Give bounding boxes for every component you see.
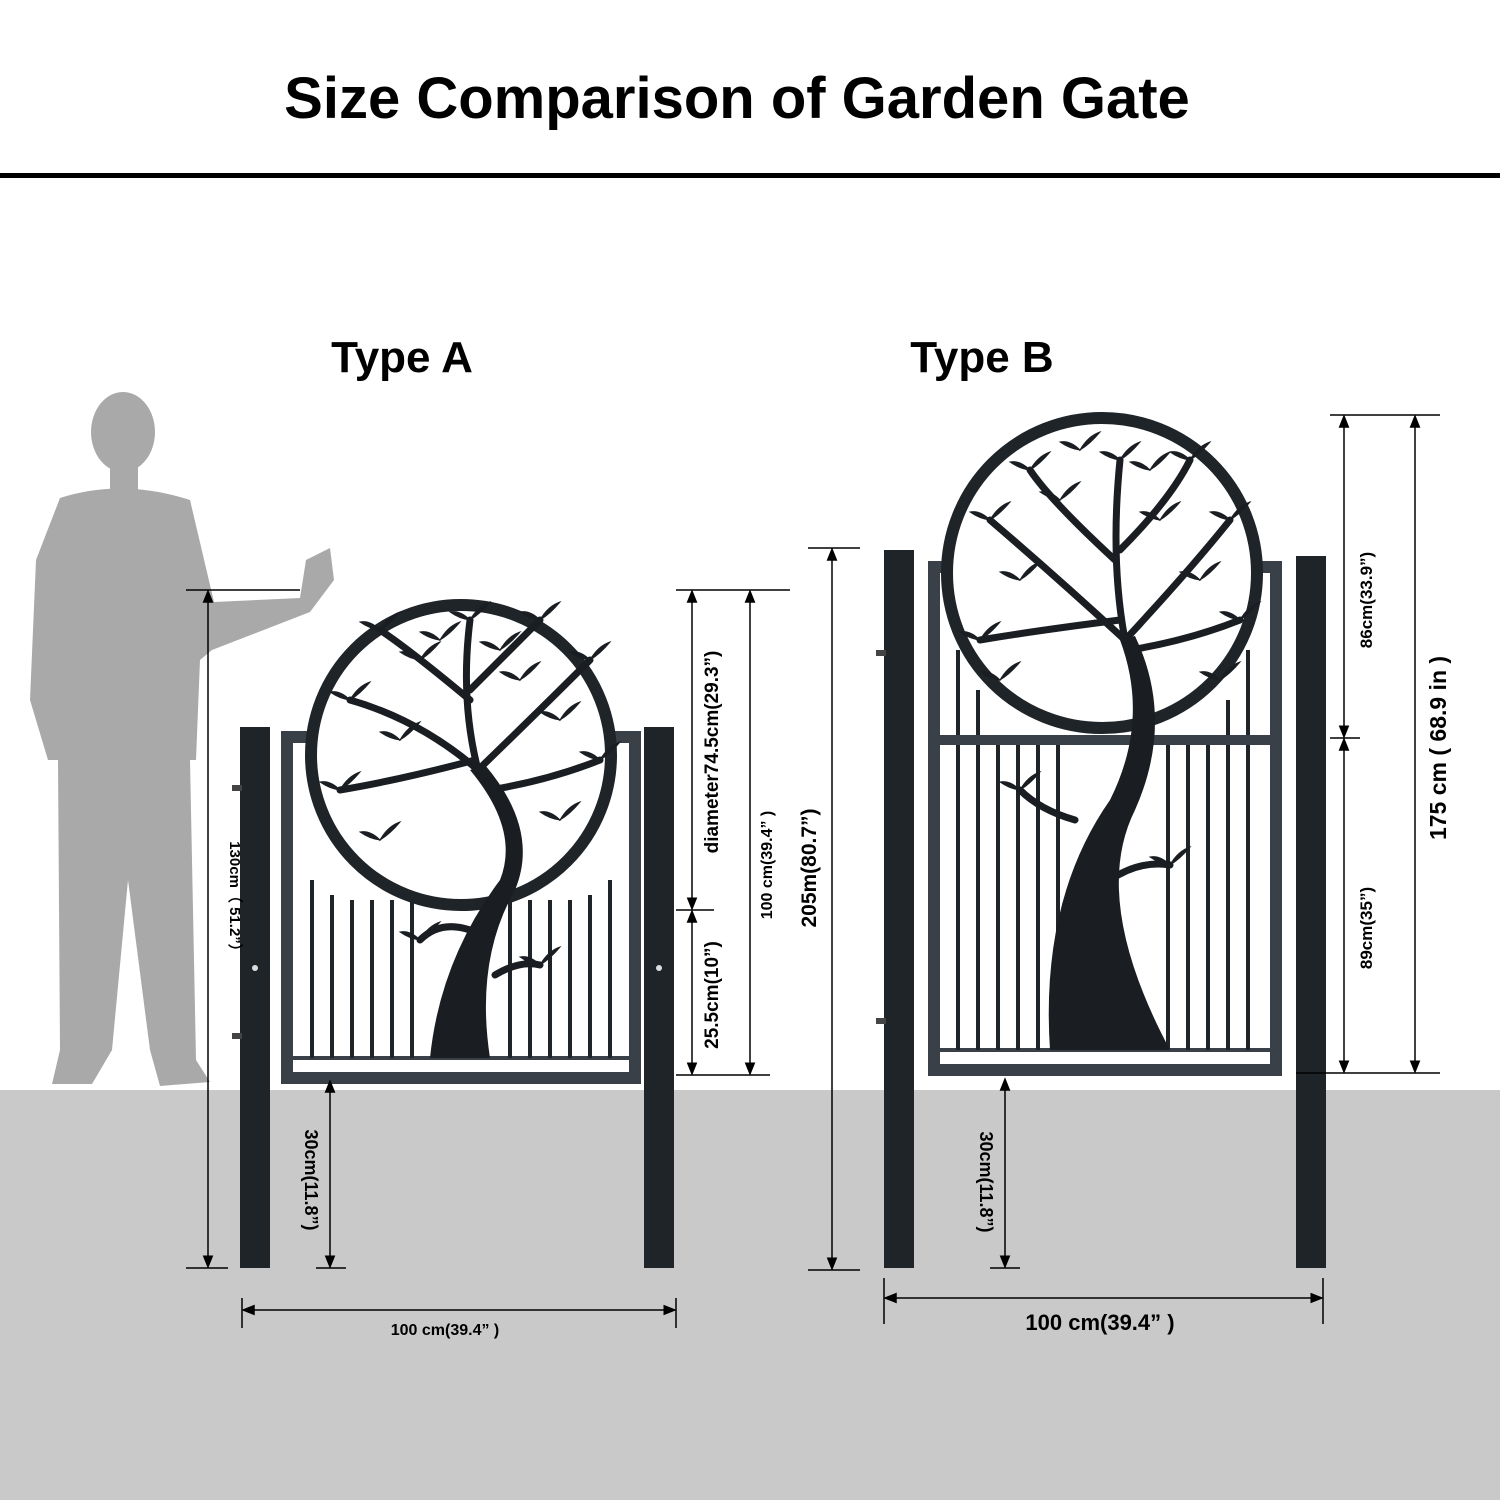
type-a-lower-panel-label: 25.5cm(10”) [702,941,723,1049]
type-a-width-label: 100 cm(39.4” ) [391,1322,500,1339]
type-b-dimension-lines [808,414,1440,1324]
title-underline [0,173,1500,178]
type-a-height-label: 130cm（ 51.2”） [226,841,244,959]
type-a-tree [319,601,621,1058]
type-b-gate-height-label: 175 cm ( 68.9 in ) [1425,656,1451,840]
type-a-right-post [644,727,674,1268]
type-b-tree [959,431,1261,1050]
person-silhouette [30,392,334,1086]
type-b-right-post [1296,556,1326,1268]
type-b-left-post [884,550,914,1268]
type-a-left-post [240,727,270,1268]
type-b-tree-circle [941,412,1263,734]
type-b-gate [876,412,1326,1268]
ground-area [0,1090,1500,1500]
type-b-width-label: 100 cm(39.4” ) [1025,1310,1174,1335]
type-b-clearance-label: 30cm(11.8”) [976,1131,996,1232]
type-a-dimension-lines [186,589,790,1328]
type-a-clearance-label: 30cm(11.8”) [301,1129,321,1230]
page-title: Size Comparison of Garden Gate [284,66,1190,131]
type-a-diameter-label: diameter74.5cm(29.3”) [702,651,723,854]
type-b-upper-section-label: 86cm(33.9”) [1357,552,1376,648]
type-a-gate [232,599,674,1268]
type-b-lower-section-label: 89cm(35”) [1357,887,1376,969]
type-a-gate-height-label: 100 cm(39.4” ) [759,811,776,920]
type-b-post-height-label: 205m(80.7”) [798,808,821,927]
type-b-label: Type B [910,333,1053,382]
type-a-label: Type A [331,333,473,382]
